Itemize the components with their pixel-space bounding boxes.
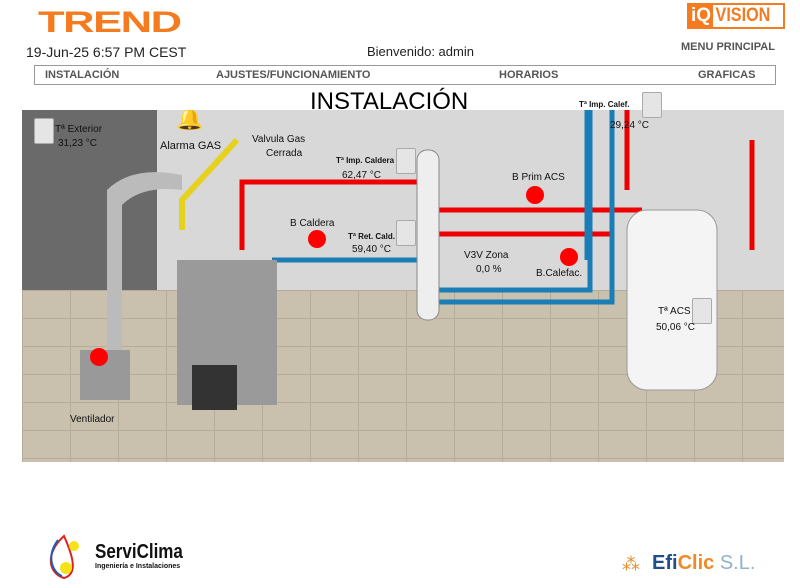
ventilador-status[interactable] xyxy=(90,348,108,366)
nav-graficas[interactable]: GRAFICAS xyxy=(698,69,756,81)
b-calefac-status[interactable] xyxy=(560,248,578,266)
serviclima-logo-icon xyxy=(44,534,84,580)
eficlic-clic: Clic xyxy=(677,552,715,574)
v3v-zona-value: 0,0 % xyxy=(476,264,502,275)
trend-logo: TREND xyxy=(38,6,182,39)
flue-duct xyxy=(107,172,182,360)
iq-logo-text: iQ xyxy=(689,5,714,27)
b-caldera-status[interactable] xyxy=(308,230,326,248)
valvula-gas-label: Valvula Gas xyxy=(252,134,306,145)
bell-icon[interactable]: 🔔 xyxy=(176,110,204,131)
t-ret-cald-value: 59,40 °C xyxy=(352,244,392,255)
burner xyxy=(192,365,237,410)
t-imp-caldera-label: Tª Imp. Caldera xyxy=(336,156,395,165)
b-prim-acs-status[interactable] xyxy=(526,186,544,204)
t-exterior-sensor-icon xyxy=(34,118,54,144)
t-imp-caldera-sensor-icon xyxy=(396,148,416,174)
t-acs-value: 50,06 °C xyxy=(656,322,696,333)
eficlic-efi: Efi xyxy=(652,552,678,574)
t-imp-calef-value: 29,24 °C xyxy=(610,120,650,131)
t-imp-calef-sensor-icon xyxy=(642,92,662,118)
nav-ajustes[interactable]: AJUSTES/FUNCIONAMIENTO xyxy=(216,69,371,81)
serviclima-logo: ServiClima xyxy=(95,541,183,563)
acs-tank xyxy=(626,209,718,391)
datetime: 19-Jun-25 6:57 PM CEST xyxy=(26,44,187,60)
page-title: INSTALACIÓN xyxy=(310,88,469,115)
eficlic-sl: S.L. xyxy=(719,552,756,574)
b-calefac-label: B.Calefac. xyxy=(536,268,583,279)
eficlic-logo: EfiClic S.L. xyxy=(652,552,755,575)
serviclima-tagline: Ingeniería e Instalaciones xyxy=(95,563,181,570)
eficlic-logo-icon: ⁂ xyxy=(622,554,640,574)
v3v-zona-label: V3V Zona xyxy=(464,250,509,261)
t-ret-cald-sensor-icon xyxy=(396,220,416,246)
menu-principal-link[interactable]: MENU PRINCIPAL xyxy=(681,41,775,53)
alarma-gas-label: Alarma GAS xyxy=(160,140,222,152)
t-ret-cald-label: Tª Ret. Cald. xyxy=(348,232,395,241)
pipe-acs-riser xyxy=(624,110,755,250)
pipe-return xyxy=(434,110,615,305)
pipes-diagram xyxy=(80,110,755,410)
installation-scene: Tª Exterior 31,23 °C 🔔 Alarma GAS Valvul… xyxy=(22,110,784,462)
t-acs-label: Tª ACS xyxy=(658,306,691,317)
nav-instalacion[interactable]: INSTALACIÓN xyxy=(45,69,120,81)
welcome-text: Bienvenido: admin xyxy=(367,44,474,59)
valvula-gas-state: Cerrada xyxy=(266,148,303,159)
nav-horarios[interactable]: HORARIOS xyxy=(499,69,559,81)
t-exterior-value: 31,23 °C xyxy=(58,138,98,149)
navbar: INSTALACIÓN AJUSTES/FUNCIONAMIENTO HORAR… xyxy=(34,65,776,85)
pipe-gas xyxy=(179,137,240,230)
vision-logo-text: VISION xyxy=(715,5,771,26)
t-exterior-label: Tª Exterior xyxy=(55,124,103,135)
b-prim-acs-label: B Prim ACS xyxy=(512,172,565,183)
b-caldera-label: B Caldera xyxy=(290,218,335,229)
t-imp-caldera-value: 62,47 °C xyxy=(342,170,382,181)
t-imp-calef-label: Tª Imp. Calef. xyxy=(579,100,630,109)
hydraulic-separator xyxy=(416,149,440,321)
pipe-supply-boiler xyxy=(239,179,417,250)
ventilador-label: Ventilador xyxy=(70,414,115,425)
t-acs-sensor-icon xyxy=(692,298,712,324)
